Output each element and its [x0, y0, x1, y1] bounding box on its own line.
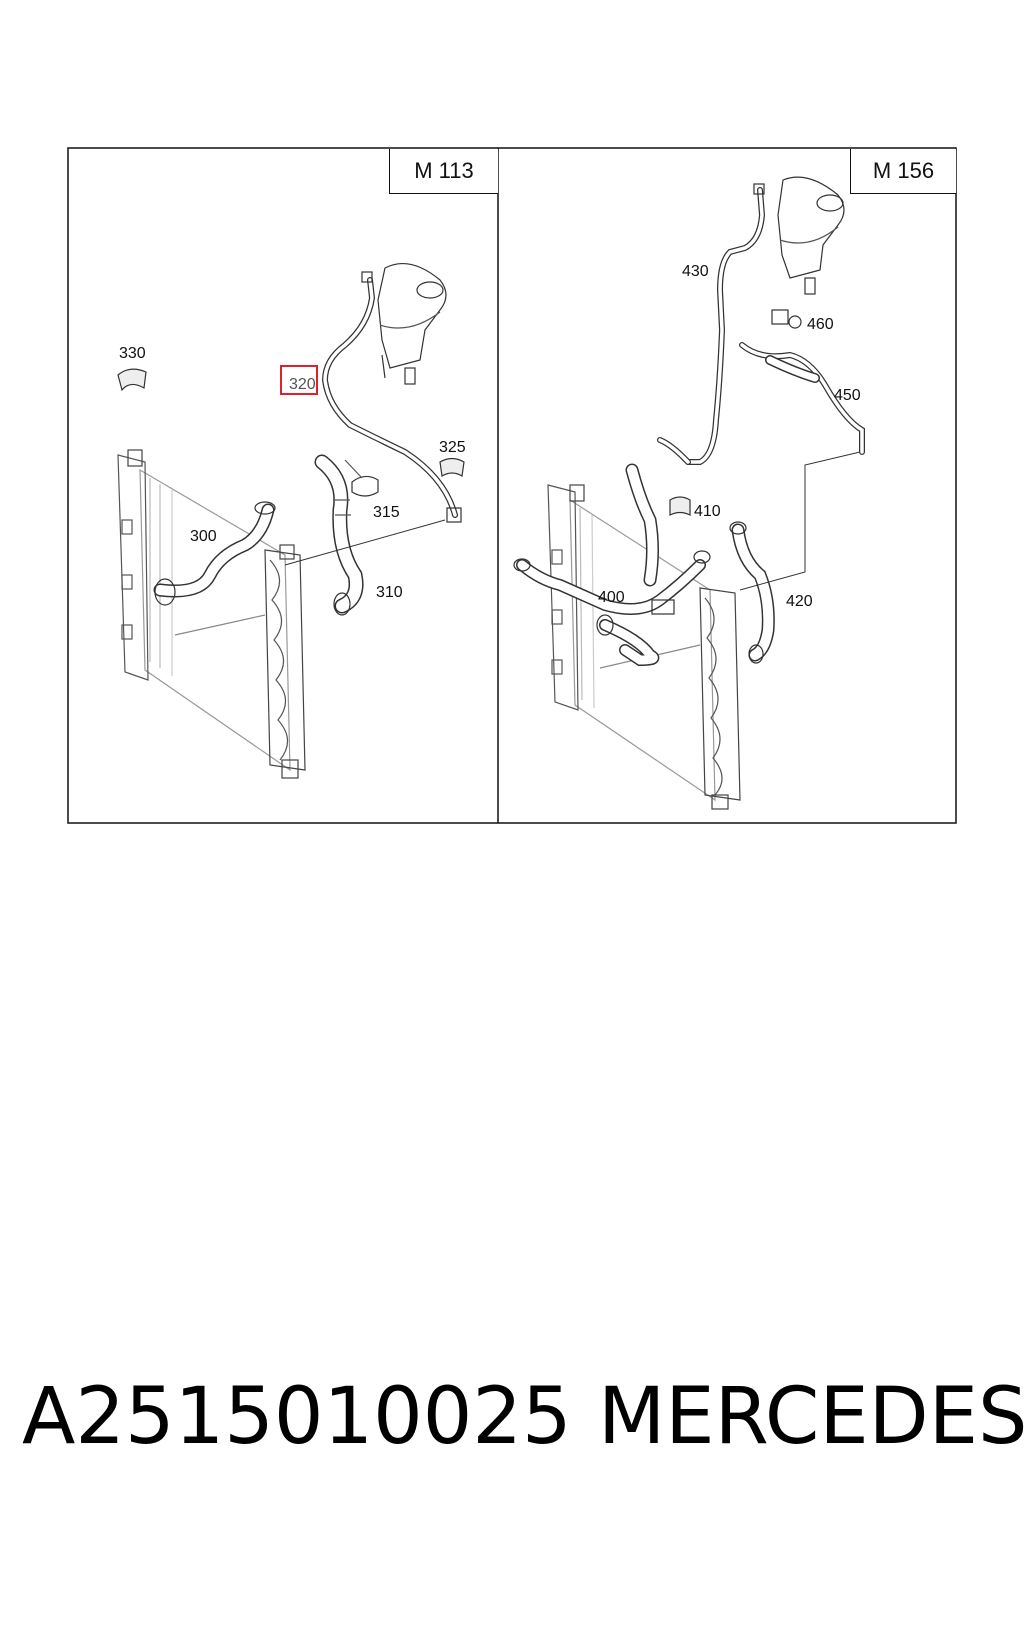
- engine-tag-m156: M 156: [850, 149, 956, 194]
- callout-400: 400: [598, 589, 625, 606]
- callout-310: 310: [376, 584, 403, 601]
- footer-caption: A2515010025 MERCEDES: [0, 1372, 1024, 1472]
- callout-325: 325: [439, 439, 466, 456]
- radiator-left: [117, 449, 306, 779]
- hose-300: [153, 501, 276, 606]
- callout-410: 410: [694, 503, 721, 520]
- diagram-svg: 300 310 315 320 325 330: [67, 147, 957, 824]
- expansion-tank-right: [777, 176, 845, 295]
- parts-diagram: 300 310 315 320 325 330: [67, 147, 957, 824]
- hose-420: [729, 451, 861, 664]
- hose-400: [513, 463, 711, 667]
- clip-410: [669, 496, 691, 516]
- callout-315: 315: [373, 504, 400, 521]
- expansion-tank-left: [377, 262, 447, 385]
- panel-m113-drawing: 300 310 315 320 325 330: [117, 262, 466, 779]
- callout-330: 330: [119, 345, 146, 362]
- callout-450: 450: [834, 387, 861, 404]
- engine-tag-m113: M 113: [389, 149, 498, 194]
- callout-430: 430: [682, 263, 709, 280]
- part-number: A2515010025: [22, 1372, 572, 1462]
- line-430: [657, 183, 766, 465]
- callout-320[interactable]: 320: [289, 376, 316, 393]
- diagram-border: [67, 147, 957, 824]
- fitting-460: [771, 309, 802, 329]
- callout-460: 460: [807, 316, 834, 333]
- engine-label-m113: M 113: [414, 158, 474, 183]
- clip-325: [439, 457, 465, 477]
- radiator-right: [547, 484, 741, 810]
- hose-450: [739, 342, 865, 455]
- clamp-315: [344, 459, 379, 497]
- clip-330: [117, 368, 147, 392]
- callout-300: 300: [190, 528, 217, 545]
- highlight-box: [280, 365, 318, 395]
- brand-name: MERCEDES: [598, 1372, 1024, 1462]
- panel-m156-drawing: 400 410 420 430 450 460: [513, 176, 865, 810]
- line-320: [284, 271, 462, 566]
- callout-420: 420: [786, 593, 813, 610]
- engine-label-m156: M 156: [872, 158, 935, 183]
- hose-310: [314, 454, 364, 616]
